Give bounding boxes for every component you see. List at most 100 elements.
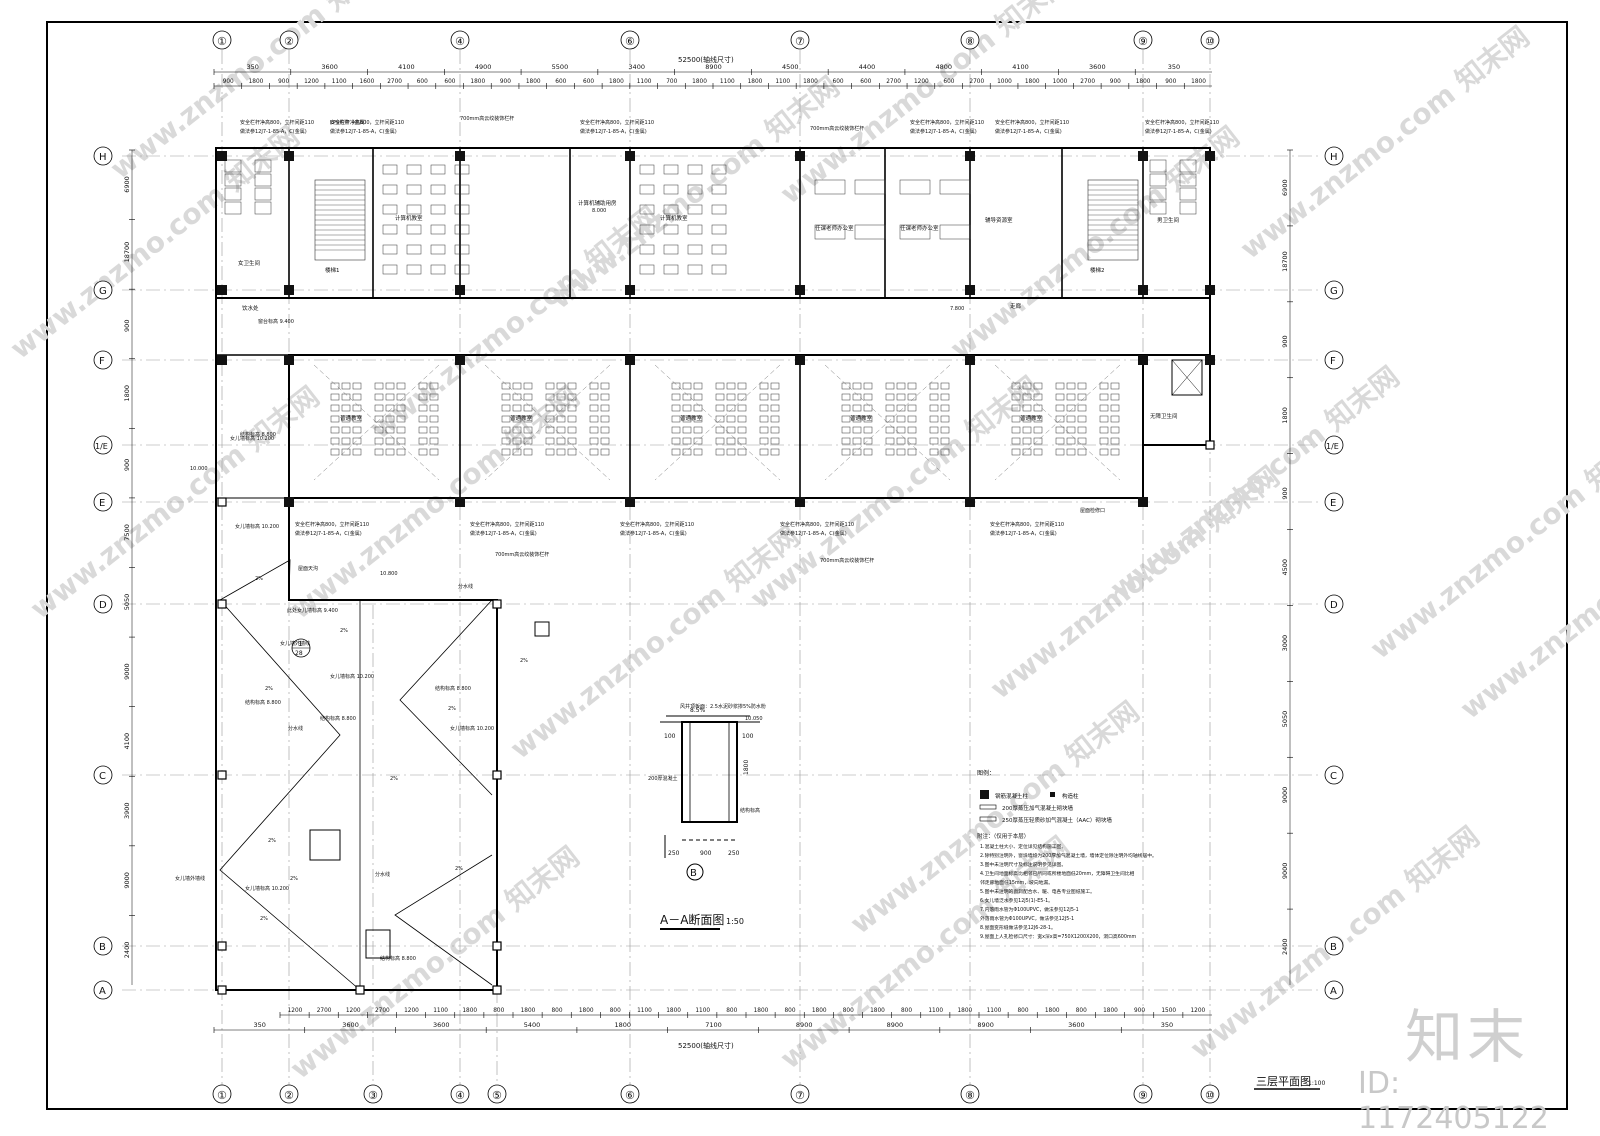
classroom-desk [567, 426, 577, 434]
annotation: 10.800 [380, 571, 398, 577]
classroom-desk [396, 426, 406, 434]
classroom-desk [885, 393, 895, 401]
classroom-desk [1077, 437, 1087, 445]
classroom-desk [330, 415, 340, 423]
dim-bottom-detail-label: 2700 [317, 1008, 332, 1014]
computer-desk [430, 184, 446, 195]
dim-bottom-axis-label: 8900 [887, 1021, 904, 1029]
classroom-desk [1066, 437, 1076, 445]
toilet-cubicle [254, 201, 272, 215]
classroom-desk [429, 393, 439, 401]
classroom-desk [352, 382, 362, 390]
dim-bottom-detail-label: 900 [1134, 1008, 1145, 1014]
annotation-railing: 安全栏杆净高800，立杆间距110 [995, 119, 1069, 126]
classroom-desk [1110, 382, 1120, 390]
concrete-column [1205, 151, 1215, 161]
annotation-slope: 2% [390, 776, 398, 782]
classroom-desk [1022, 448, 1032, 456]
axis-label-right: 1/E [1326, 442, 1339, 451]
classroom-desk [693, 404, 703, 412]
note-line: 8.屋面变形缝做法参见12J6-28-1。 [980, 924, 1056, 931]
classroom-desk [523, 437, 533, 445]
dim-top-detail-label: 1100 [775, 79, 790, 85]
classroom-desk [1011, 415, 1021, 423]
dim-left-label: 900 [123, 459, 131, 471]
classroom-desk [1099, 415, 1109, 423]
classroom-desk [726, 437, 736, 445]
classroom-desk [852, 382, 862, 390]
classroom-desk [341, 393, 351, 401]
dim-top-axis-label: 4800 [936, 63, 953, 71]
annotation: 窗台标高 9.400 [258, 318, 294, 325]
axis-bubble-right [1324, 435, 1344, 455]
room-label-toilet_f: 女卫生间 [238, 259, 260, 267]
dim-right-label: 3000 [1281, 635, 1289, 652]
concrete-column [795, 355, 805, 365]
roof-column [217, 497, 227, 507]
classroom-desk [545, 426, 555, 434]
classroom-desk [418, 415, 428, 423]
classroom-desk [671, 382, 681, 390]
classroom-desk [556, 426, 566, 434]
classroom-desk [1033, 393, 1043, 401]
annotation-roof-line: 女儿墙外墙线 [175, 875, 205, 882]
dim-bottom-detail-label: 1100 [928, 1008, 943, 1014]
classroom-desk [907, 437, 917, 445]
classroom-desk [1077, 382, 1087, 390]
dim-top-detail-label: 900 [500, 79, 511, 85]
classroom-desk [501, 415, 511, 423]
legend-item-4: 250厚蒸压轻质砂加气混凝土（AAC）砌块墙 [1002, 816, 1112, 824]
classroom-desk [589, 437, 599, 445]
dim-top-detail-label: 2700 [969, 79, 984, 85]
annotation-roof-line: 分水线 [288, 725, 303, 732]
annotation-slope: 2% [265, 686, 273, 692]
dim-bottom-detail-label: 1500 [1161, 1008, 1176, 1014]
axis-label-bottom: ⑥ [625, 1089, 635, 1102]
toilet-cubicle [1179, 187, 1197, 201]
toilet-cubicle [254, 159, 272, 173]
axis-label-left: H [99, 152, 107, 163]
room-label-water: 饮水处 [242, 304, 259, 312]
classroom-desk [352, 426, 362, 434]
annotation: 结构标高 8.800 [240, 431, 276, 438]
dim-bottom-axis-label: 8900 [796, 1021, 813, 1029]
dim-top-axis-label: 3600 [321, 63, 338, 71]
classroom-desk [501, 437, 511, 445]
dim-top-detail-label: 2700 [886, 79, 901, 85]
computer-desk [663, 164, 679, 175]
section-scale: 1:50 [726, 917, 744, 926]
dim-top-detail-label: 600 [943, 79, 954, 85]
annotation: 做法参12J7-1-85-A，C(金属) [240, 128, 307, 135]
dim-right-label: 900 [1281, 335, 1289, 347]
classroom-desk [671, 437, 681, 445]
watermark-text: www.znzmo.com 知末网 [284, 840, 585, 1086]
concrete-column [217, 355, 227, 365]
annotation-railing-south: 安全栏杆净高800，立杆间距110 [620, 521, 694, 528]
classroom-desk [523, 382, 533, 390]
dim-bottom-detail-label: 1800 [1103, 1008, 1118, 1014]
dim-top-detail-label: 600 [860, 79, 871, 85]
dim-top-detail-label: 1200 [914, 79, 929, 85]
classroom-desk [885, 448, 895, 456]
axis-bubble-top [960, 30, 980, 50]
dim-bottom-detail-label: 1100 [433, 1008, 448, 1014]
classroom-desk [693, 437, 703, 445]
axis-bubble-left [93, 492, 113, 512]
classroom-desk [896, 437, 906, 445]
toilet-cubicle [224, 187, 242, 201]
roof-column [355, 985, 365, 995]
legend-swatch-construction-column [1050, 792, 1055, 797]
axis-bubble-top [790, 30, 810, 50]
annotation-railing-ref: 做法参12J7-1-85-A，C(金属) [580, 128, 647, 135]
classroom-desk [1055, 437, 1065, 445]
roof-lines [219, 559, 493, 991]
classroom-desk [715, 393, 725, 401]
annotation-slope: 2% [268, 838, 276, 844]
classroom-desk [726, 415, 736, 423]
toilet-cubicle [1179, 201, 1197, 215]
annotation-roof: 女儿墙标高 10.200 [450, 725, 494, 732]
classroom-desk [1066, 448, 1076, 456]
dim-bottom-detail-label: 1800 [666, 1008, 681, 1014]
axis-bubble-left [93, 936, 113, 956]
